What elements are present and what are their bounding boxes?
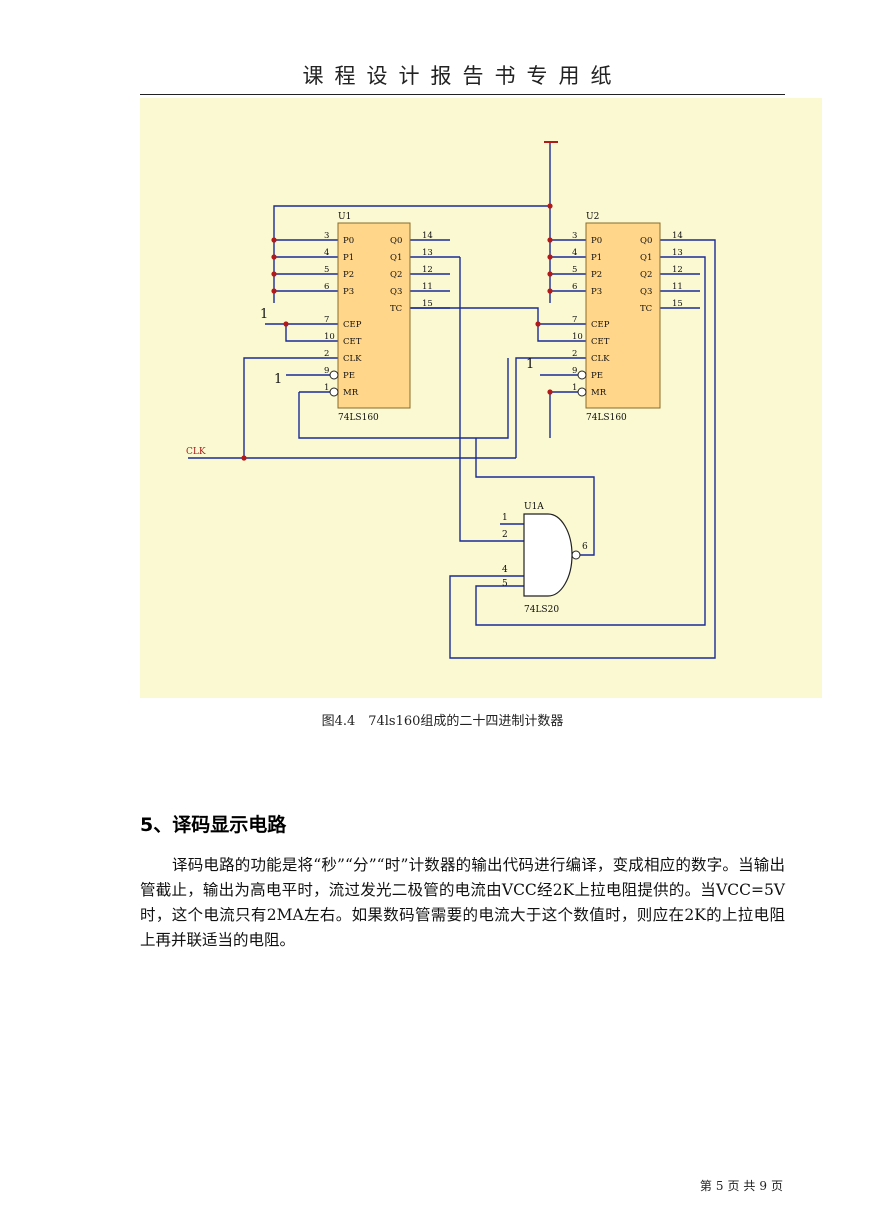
figure-background xyxy=(140,98,822,698)
u1-in-pin-name: MR xyxy=(343,388,359,398)
u2-out-pin-name: Q0 xyxy=(640,236,652,246)
u1-in-pin-name: CET xyxy=(343,337,362,347)
u2-in-pin-num: 9 xyxy=(572,366,577,376)
u2-in-pin-name: P1 xyxy=(591,253,602,263)
section-heading: 5、译码显示电路 xyxy=(140,814,287,836)
u1-in-pin-num: 2 xyxy=(324,349,329,359)
u2-in-pin-name: P0 xyxy=(591,236,602,246)
u2-in-pin-num: 4 xyxy=(572,248,577,258)
u2-out-pin-num: 13 xyxy=(672,248,683,258)
u1-out-pin-num: 11 xyxy=(422,282,433,292)
u1-in-pin-num: 1 xyxy=(324,383,329,393)
u1-ref: U1 xyxy=(338,212,351,222)
u1-in-pin-name: P0 xyxy=(343,236,354,246)
u2-in-pin-num: 6 xyxy=(572,282,577,292)
one-label-c: 1 xyxy=(526,357,534,372)
section-paragraph: 译码电路的功能是将“秒”“分”“时”计数器的输出代码进行编译，变成相应的数字。当… xyxy=(140,856,785,949)
wires xyxy=(188,141,716,659)
u1-in-pin-name: CEP xyxy=(343,320,362,330)
u1-in-pin-name: P3 xyxy=(343,287,354,297)
u1-in-pin-name: PE xyxy=(343,371,355,381)
footer-total: 9 xyxy=(759,1179,767,1193)
footer-prefix: 第 xyxy=(699,1179,712,1193)
u2-in-pin-name: CLK xyxy=(591,354,610,364)
circuit-figure: U1 U2 74LS160 74LS160 U1A 74LS20 CLK 1 1… xyxy=(140,98,822,698)
u1-out-pin-name: Q2 xyxy=(390,270,402,280)
u2-out-pin-num: 11 xyxy=(672,282,683,292)
u2-in-pin-name: CEP xyxy=(591,320,610,330)
nand-gate xyxy=(523,513,573,597)
chip-u2 xyxy=(585,222,661,409)
u1-in-pin-name: P1 xyxy=(343,253,354,263)
u1-out-pin-name: Q3 xyxy=(390,287,402,297)
gate-pin-4: 4 xyxy=(502,565,508,575)
u1-in-pin-num: 3 xyxy=(324,231,329,241)
u1-in-pin-num: 6 xyxy=(324,282,329,292)
u1-in-pin-num: 10 xyxy=(324,332,335,342)
u2-in-pin-num: 5 xyxy=(572,265,577,275)
u1-in-pin-name: CLK xyxy=(343,354,362,364)
u1-out-pin-name: Q0 xyxy=(390,236,402,246)
u2-in-pin-num: 2 xyxy=(572,349,577,359)
u2-in-pin-name: P3 xyxy=(591,287,602,297)
u2-part: 74LS160 xyxy=(586,413,627,423)
u2-out-pin-num: 14 xyxy=(672,231,683,241)
u1-out-pin-name: Q1 xyxy=(390,253,402,263)
u2-out-pin-name: Q2 xyxy=(640,270,652,280)
u1-in-pin-num: 7 xyxy=(324,315,329,325)
u1-out-pin-num: 12 xyxy=(422,265,433,275)
u2-in-pin-name: MR xyxy=(591,388,607,398)
u1-out-pin-num: 13 xyxy=(422,248,433,258)
gate-pin-2: 2 xyxy=(502,530,508,540)
one-label-a: 1 xyxy=(260,307,268,322)
u2-in-pin-name: P2 xyxy=(591,270,602,280)
u2-out-pin-name: Q1 xyxy=(640,253,652,263)
u2-out-pin-num: 12 xyxy=(672,265,683,275)
u1-part: 74LS160 xyxy=(338,413,379,423)
clk-label: CLK xyxy=(186,447,206,457)
junction-dots xyxy=(241,203,553,461)
page-header-title: 课程设计报告书专用纸 xyxy=(302,64,623,88)
u1-in-pin-name: P2 xyxy=(343,270,354,280)
footer-middle: 页 共 xyxy=(727,1179,756,1193)
u1-out-pin-name: TC xyxy=(390,304,402,314)
footer-suffix: 页 xyxy=(770,1179,783,1193)
gate-ref: U1A xyxy=(524,502,544,512)
u1-in-pin-num: 5 xyxy=(324,265,329,275)
u1-out-pin-num: 14 xyxy=(422,231,433,241)
u1-out-pin-num: 15 xyxy=(422,299,433,309)
header-rule xyxy=(140,94,785,95)
u2-in-pin-num: 1 xyxy=(572,383,577,393)
u2-in-pin-name: PE xyxy=(591,371,603,381)
one-label-b: 1 xyxy=(274,372,282,387)
u2-in-pin-name: CET xyxy=(591,337,610,347)
gate-part: 74LS20 xyxy=(524,605,559,615)
u1-in-pin-num: 9 xyxy=(324,366,329,376)
chip-u1 xyxy=(337,222,411,409)
gate-pin-1: 1 xyxy=(502,513,508,523)
u2-ref: U2 xyxy=(586,212,599,222)
u2-in-pin-num: 10 xyxy=(572,332,583,342)
u2-out-pin-name: TC xyxy=(640,304,652,314)
gate-pin-5: 5 xyxy=(502,579,508,589)
u1-in-pin-num: 4 xyxy=(324,248,329,258)
u2-in-pin-num: 3 xyxy=(572,231,577,241)
footer-page: 5 xyxy=(715,1179,724,1193)
figure-caption: 图4.4 74ls160组成的二十四进制计数器 xyxy=(321,714,564,729)
u2-in-pin-num: 7 xyxy=(572,315,577,325)
u2-out-pin-name: Q3 xyxy=(640,287,652,297)
u2-out-pin-num: 15 xyxy=(672,299,683,309)
gate-out-pin: 6 xyxy=(582,542,588,552)
